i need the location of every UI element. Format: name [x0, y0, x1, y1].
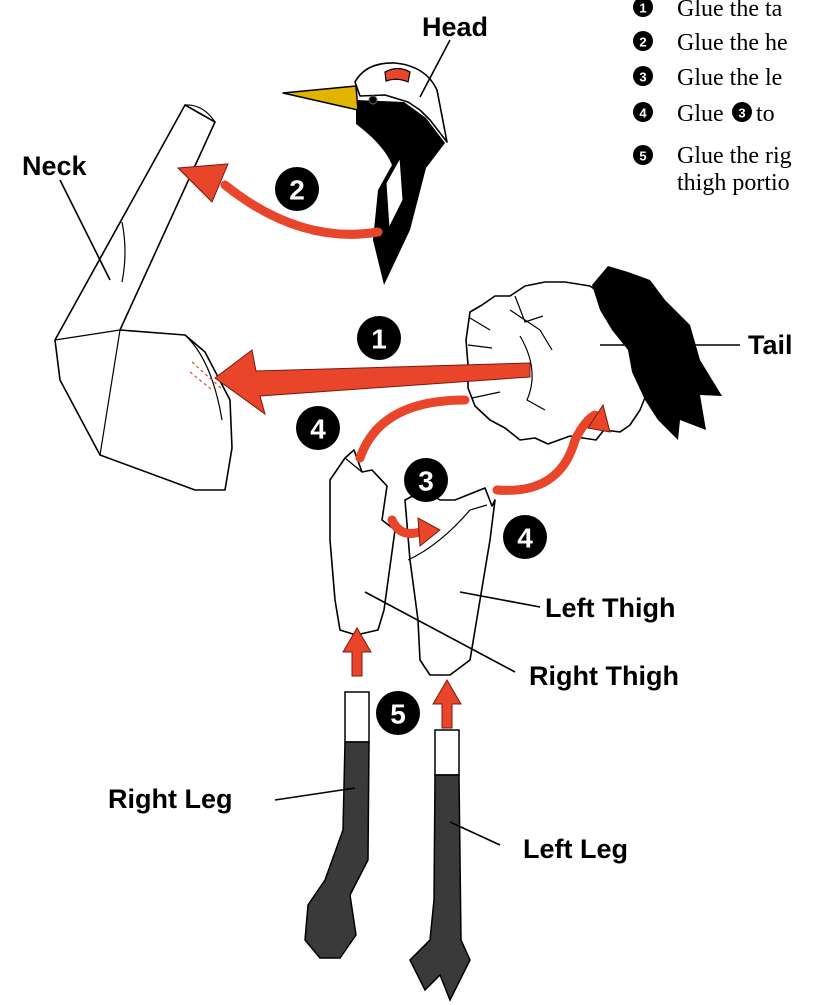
label-neck: Neck	[22, 151, 88, 181]
step-5: 5 Glue the rig thigh portio	[633, 143, 792, 196]
arrow-4a	[360, 400, 465, 458]
step-1: 1 Glue the ta	[633, 0, 783, 22]
step-5-text: Glue the rig	[677, 143, 792, 169]
label-right-leg: Right Leg	[108, 784, 232, 814]
step-3-text: Glue the le	[677, 65, 782, 91]
step-1-marker-number: 1	[639, 1, 646, 16]
badge-5-number: 5	[390, 699, 406, 730]
step-1-text: Glue the ta	[677, 0, 783, 22]
badge-4b-number: 4	[517, 523, 533, 554]
eye	[369, 96, 377, 104]
arrow-5-left	[433, 680, 461, 728]
step-5-text-line2: thigh portio	[677, 170, 790, 196]
step-3: 3 Glue the le	[633, 65, 782, 91]
right-thigh-piece	[330, 450, 395, 635]
step-4: 4 Glue 3 to	[633, 101, 775, 127]
step-2-marker-number: 2	[639, 35, 646, 50]
beak	[283, 86, 358, 110]
right-leg-piece	[305, 692, 369, 958]
label-tail: Tail	[748, 330, 793, 360]
label-left-thigh: Left Thigh	[545, 593, 675, 623]
left-thigh-piece	[405, 488, 495, 675]
step-3-marker-number: 3	[639, 70, 646, 85]
label-right-thigh: Right Thigh	[529, 661, 679, 691]
left-leg-piece	[410, 730, 470, 1000]
badge-4a-number: 4	[310, 414, 326, 445]
leader-neck	[60, 180, 110, 280]
badge-2-number: 2	[289, 175, 305, 206]
step-5-marker-number: 5	[639, 149, 646, 164]
step-4-marker-number: 4	[639, 106, 647, 121]
label-left-leg: Left Leg	[523, 834, 628, 864]
step-2: 2 Glue the he	[633, 30, 788, 56]
arrow-5-right	[343, 628, 371, 676]
badge-3-number: 3	[418, 466, 434, 497]
step-4-text: Glue	[677, 101, 724, 127]
badge-1-number: 1	[371, 324, 387, 355]
step-2-text: Glue the he	[677, 30, 788, 56]
step-4-inline-ref: 3	[738, 106, 745, 121]
instruction-list: 1 Glue the ta 2 Glue the he 3 Glue the l…	[633, 0, 792, 196]
label-head: Head	[422, 12, 488, 42]
step-badges: 1 2 3 4 4 5	[275, 167, 547, 735]
step-4-text-after: to	[756, 101, 775, 127]
